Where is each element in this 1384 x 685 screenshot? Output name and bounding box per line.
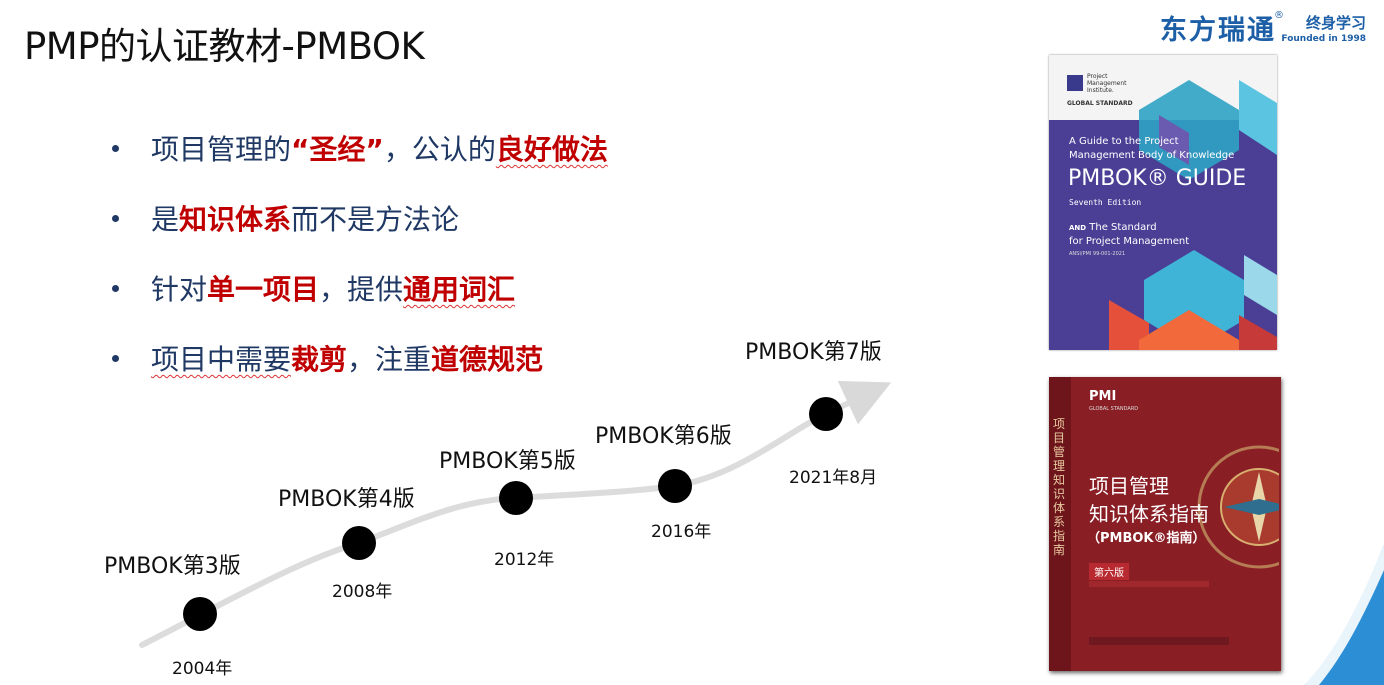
decorative-corner-shape [1304, 545, 1384, 685]
bullet-text-normal: 项目中需要 [151, 343, 292, 376]
timeline-year-label: 2012年 [494, 550, 555, 570]
bullet-icon [112, 354, 119, 362]
cover-geometric-pattern [1109, 80, 1277, 350]
timeline-year-label: 2008年 [332, 582, 393, 602]
timeline-node [499, 481, 533, 515]
bullet-text-normal: ，注重 [347, 343, 432, 376]
timeline-edition-label: PMBOK第4版 [278, 487, 415, 512]
registered-mark: ® [1274, 10, 1284, 21]
pmbok-guide-title: PMBOK® GUIDE [1068, 166, 1247, 191]
bullet-item: 针对单一项目，提供通用词汇 [112, 268, 515, 308]
guide-subtitle: Management Body of Knowledge [1069, 150, 1235, 161]
standard-title: for Project Management [1069, 236, 1190, 247]
bullet-text-normal: 而不是方法论 [291, 203, 460, 236]
pmbok-7th-cover-image: Project Management Institute. GLOBAL STA… [1049, 55, 1277, 350]
bullet-text-highlight: 裁剪 [291, 343, 348, 376]
bullet-text-highlight: 通用词汇 [403, 273, 516, 306]
bullet-text-normal: 项目管理的 [151, 133, 292, 166]
bullet-icon [112, 284, 119, 292]
bullet-text-highlight: 道德规范 [431, 343, 544, 376]
standard-title: The Standard [1089, 222, 1157, 233]
bullet-icon [112, 144, 119, 152]
bullet-item: 项目管理的“圣经”，公认的良好做法 [112, 128, 608, 168]
timeline-node [809, 397, 843, 431]
global-standard-label: GLOBAL STANDARD [1089, 406, 1139, 412]
book-title-line: 知识体系指南 [1089, 502, 1209, 526]
ansi-code: ANSI/PMI 99-001-2021 [1069, 251, 1126, 257]
bullet-text-highlight: 知识体系 [179, 203, 292, 236]
book-title-line: （PMBOK®指南） [1087, 531, 1206, 546]
book-title-line: 项目管理 [1089, 474, 1169, 498]
timeline-edition-label: PMBOK第3版 [104, 554, 241, 579]
bullet-text-normal: ，提供 [319, 273, 404, 306]
edition-badge: 第六版 [1089, 563, 1129, 580]
bullet-item: 是知识体系而不是方法论 [112, 198, 459, 238]
bullet-text-highlight: 单一项目 [207, 273, 320, 306]
page-title: PMP的认证教材-PMBOK [24, 25, 425, 68]
pmi-name-line: Project [1087, 73, 1108, 80]
guide-subtitle: A Guide to the Project [1069, 136, 1179, 147]
bullet-text-highlight: “圣经” [291, 133, 384, 166]
timeline-node [658, 469, 692, 503]
timeline-edition-label: PMBOK第5版 [439, 449, 576, 474]
bullet-icon [112, 214, 119, 222]
brand-founded: Founded in 1998 [1281, 34, 1366, 44]
bullet-item: 项目中需要裁剪，注重道德规范 [112, 338, 543, 378]
brand-slogan: 终身学习 [1305, 14, 1366, 32]
pmi-name-line: Management [1087, 80, 1127, 87]
bullet-text-normal: ，公认的 [383, 133, 496, 166]
timeline-path [139, 380, 892, 648]
compass-icon [1197, 445, 1279, 569]
bullet-text-normal: 针对 [151, 273, 208, 306]
pmi-logo-text: PMI [1089, 389, 1117, 404]
book-spine-title: 项目管理知识体系指南 [1053, 417, 1066, 557]
timeline-year-label: 2021年8月 [789, 468, 878, 488]
pmi-name-line: Institute. [1087, 87, 1114, 94]
timeline-year-label: 2016年 [651, 522, 712, 542]
bullet-text-normal: 是 [151, 203, 180, 236]
and-label: AND [1069, 224, 1087, 232]
brand-logo-text: 东方瑞通 [1160, 15, 1276, 46]
bullet-text-highlight: 良好做法 [495, 133, 608, 166]
pmbok-6th-chinese-cover-image: 项目管理知识体系指南 PMI GLOBAL STANDARD 项目管理 知识体系… [1049, 377, 1281, 671]
timeline-edition-label: PMBOK第6版 [595, 424, 732, 449]
global-standard-label: GLOBAL STANDARD [1067, 100, 1133, 107]
edition-label: Seventh Edition [1069, 198, 1142, 207]
timeline-year-label: 2004年 [172, 659, 233, 679]
pmi-logo-icon [1067, 75, 1083, 91]
timeline-node [342, 526, 376, 560]
timeline-edition-label: PMBOK第7版 [745, 340, 882, 365]
timeline-node [183, 597, 217, 631]
